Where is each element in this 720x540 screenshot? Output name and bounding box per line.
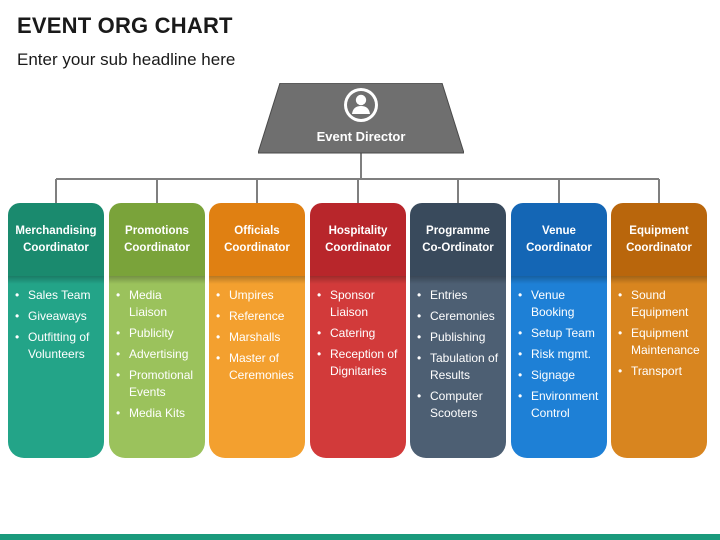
duty-item: Venue Booking <box>517 287 604 321</box>
duty-item: Reference <box>215 308 302 325</box>
coordinator-duties: EntriesCeremoniesPublishingTabulation of… <box>410 276 506 458</box>
duty-item: Sales Team <box>14 287 101 304</box>
coordinator-duties: Venue BookingSetup TeamRisk mgmt. Signage… <box>511 276 607 458</box>
coordinator-duties: Media LiaisonPublicityAdvertisingPromoti… <box>109 276 205 458</box>
duty-item: Marshalls <box>215 329 302 346</box>
duty-item: Media Liaison <box>115 287 202 321</box>
duty-list: Sales TeamGiveawaysOutfitting of Volunte… <box>8 276 104 363</box>
duty-item: Advertising <box>115 346 202 363</box>
duty-item: Tabulation of Results <box>416 350 503 384</box>
duty-item: Ceremonies <box>416 308 503 325</box>
duty-item: Signage <box>517 367 604 384</box>
duty-list: Media LiaisonPublicityAdvertisingPromoti… <box>109 276 205 422</box>
page-title: EVENT ORG CHART <box>17 13 233 38</box>
bottom-accent-bar <box>0 534 720 540</box>
duty-item: Setup Team <box>517 325 604 342</box>
duty-list: UmpiresReferenceMarshallsMaster of Cerem… <box>209 276 305 384</box>
duty-list: EntriesCeremoniesPublishingTabulation of… <box>410 276 506 422</box>
duty-item: Environment Control <box>517 388 604 422</box>
duty-list: Sound EquipmentEquipment MaintenanceTran… <box>611 276 707 380</box>
duty-item: Risk mgmt. <box>517 346 604 363</box>
coordinator-duties: Sponsor LiaisonCateringReception of Dign… <box>310 276 406 458</box>
coordinator-duties: Sales TeamGiveawaysOutfitting of Volunte… <box>8 276 104 458</box>
person-icon <box>344 88 378 122</box>
duty-item: Catering <box>316 325 403 342</box>
duty-item: Entries <box>416 287 503 304</box>
duty-item: Computer Scooters <box>416 388 503 422</box>
duty-item: Umpires <box>215 287 302 304</box>
event-director-box: Event Director <box>258 83 464 155</box>
duty-item: Publishing <box>416 329 503 346</box>
coordinator-title: Hospitality Coordinator <box>310 203 406 276</box>
duty-item: Transport <box>617 363 704 380</box>
coordinator-duties: UmpiresReferenceMarshallsMaster of Cerem… <box>209 276 305 458</box>
duty-item: Sound Equipment <box>617 287 704 321</box>
coordinator-title: Venue Coordinator <box>511 203 607 276</box>
coordinator-title: Programme Co-Ordinator <box>410 203 506 276</box>
duty-item: Sponsor Liaison <box>316 287 403 321</box>
duty-item: Reception of Dignitaries <box>316 346 403 380</box>
duty-item: Master of Ceremonies <box>215 350 302 384</box>
page-subtitle: Enter your sub headline here <box>17 50 236 69</box>
duty-list: Venue BookingSetup TeamRisk mgmt. Signage… <box>511 276 607 422</box>
duty-item: Promotional Events <box>115 367 202 401</box>
duty-list: Sponsor LiaisonCateringReception of Dign… <box>310 276 406 380</box>
coordinator-title: Promotions Coordinator <box>109 203 205 276</box>
director-label: Event Director <box>316 129 406 144</box>
duty-item: Giveaways <box>14 308 101 325</box>
duty-item: Media Kits <box>115 405 202 422</box>
coordinator-duties: Sound EquipmentEquipment MaintenanceTran… <box>611 276 707 458</box>
coordinator-title: Merchandising Coordinator <box>8 203 104 276</box>
coordinator-title: Officials Coordinator <box>209 203 305 276</box>
duty-item: Publicity <box>115 325 202 342</box>
duty-item: Outfitting of Volunteers <box>14 329 101 363</box>
coordinator-title: Equipment Coordinator <box>611 203 707 276</box>
duty-item: Equipment Maintenance <box>617 325 704 359</box>
